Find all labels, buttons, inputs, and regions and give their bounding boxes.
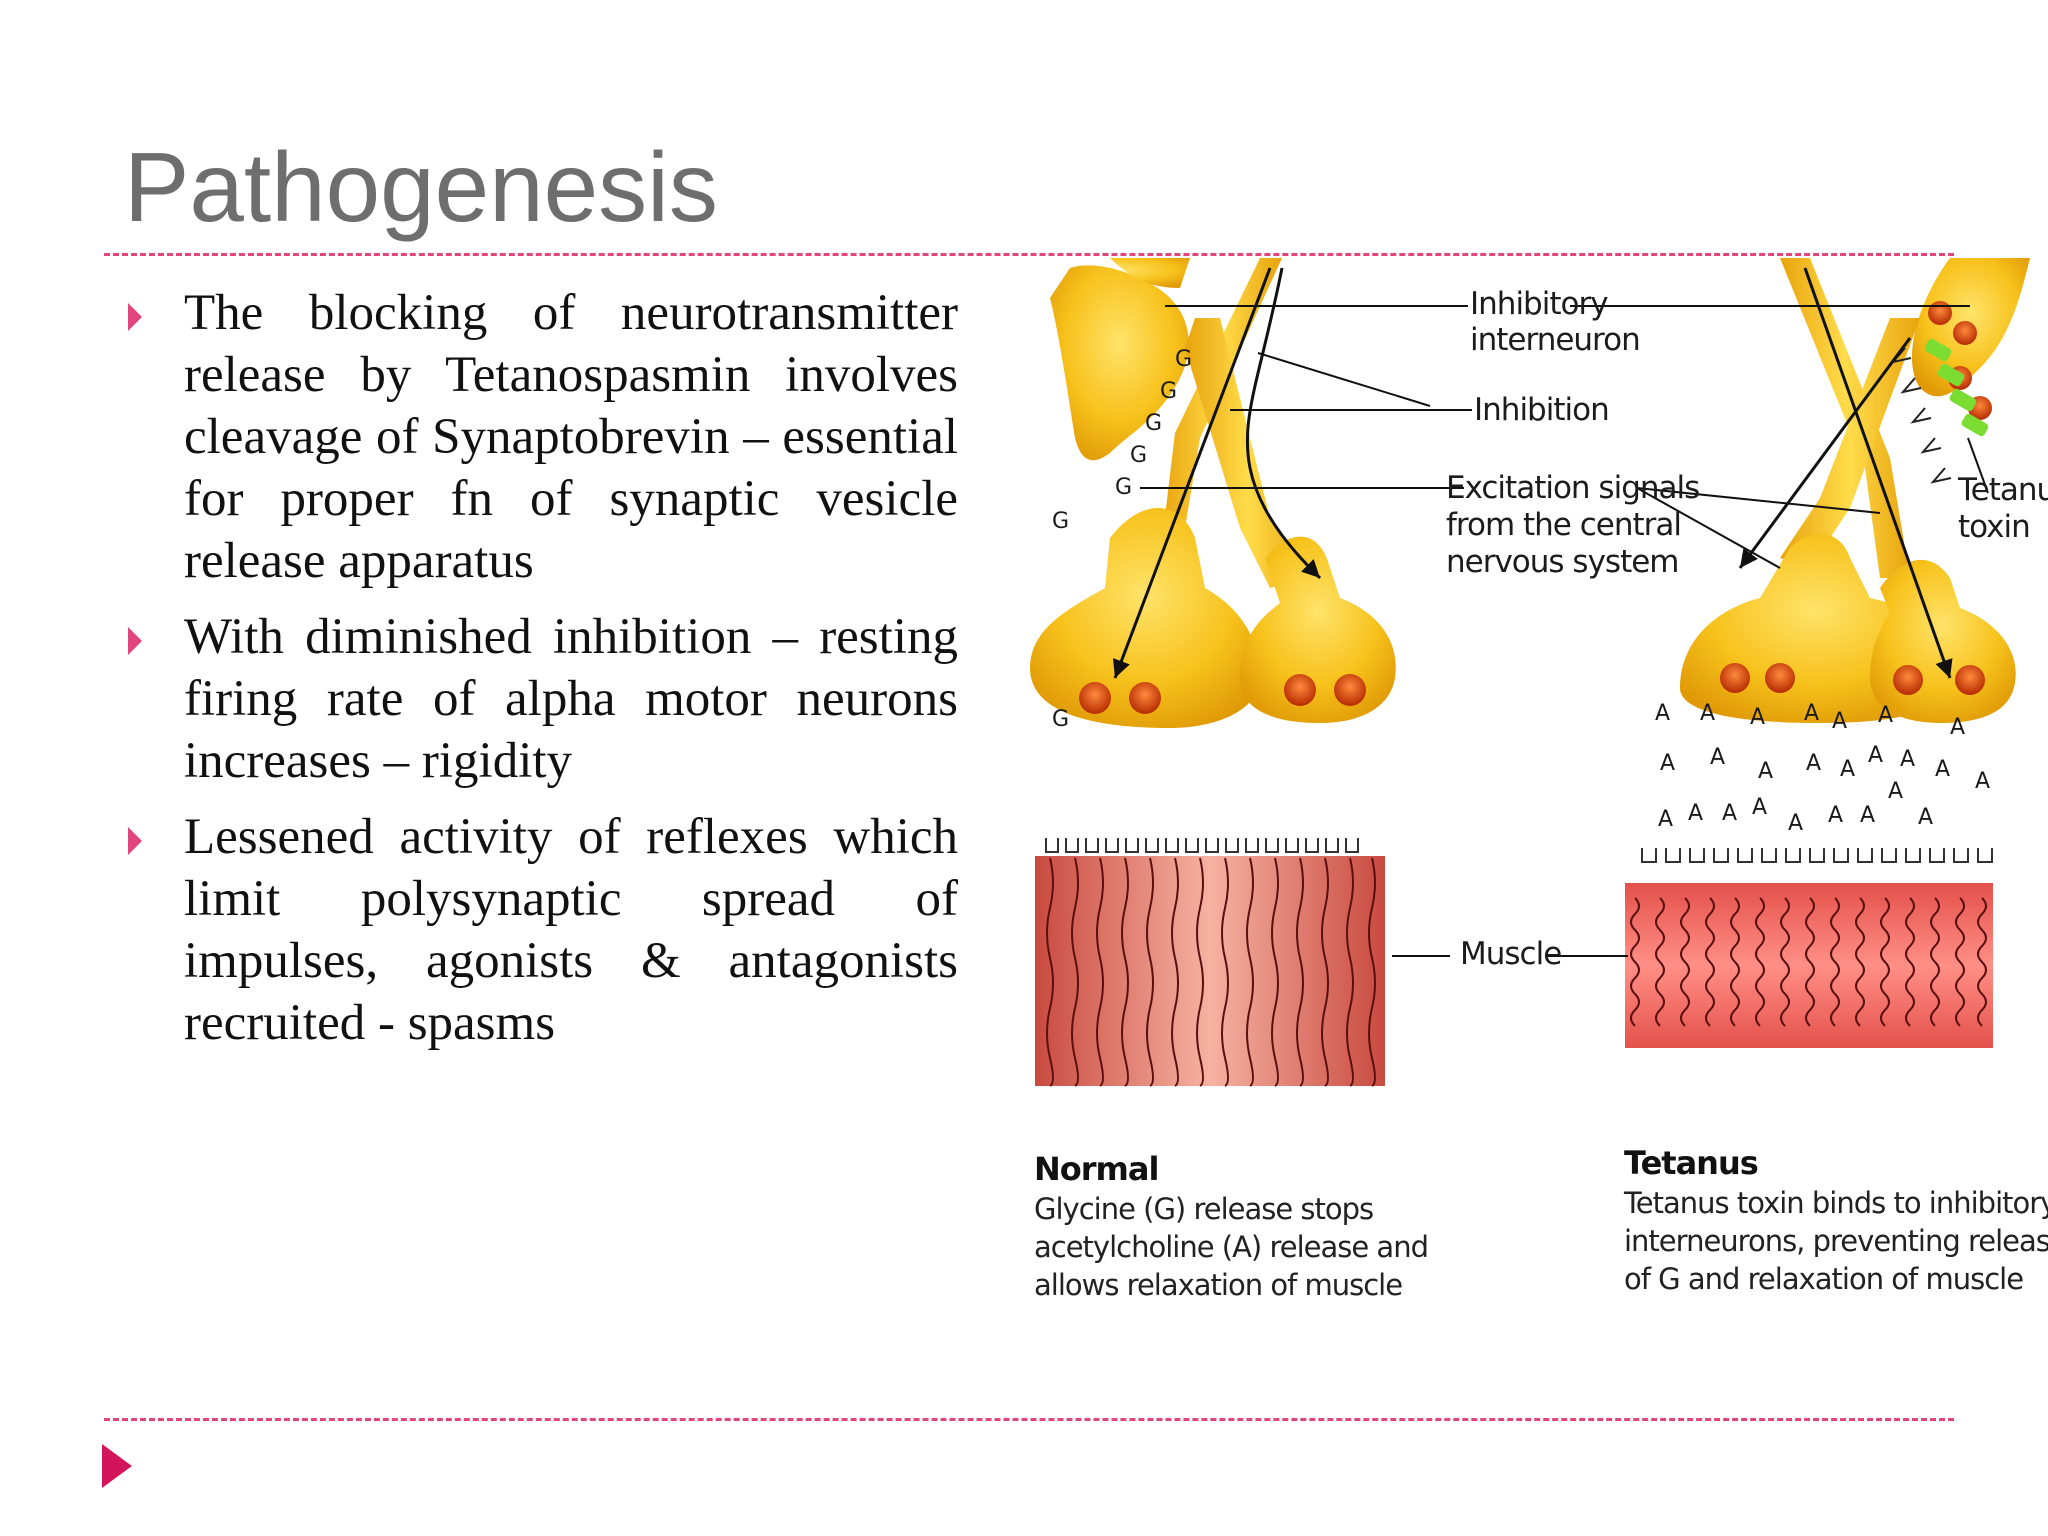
glycine-glyph: G — [1160, 379, 1177, 404]
svg-text:A: A — [1700, 701, 1715, 726]
leader-lines — [1140, 305, 1989, 957]
svg-text:A: A — [1788, 811, 1803, 836]
tetanus-caption-heading: Tetanus — [1624, 1144, 1759, 1182]
bullet-item: The blocking of neurotransmitter release… — [118, 282, 958, 592]
slide-title: Pathogenesis — [124, 132, 718, 242]
glycine-glyph: G — [1115, 475, 1132, 500]
label-excitation-line2: from the central — [1446, 507, 1682, 543]
tetanus-neuron — [1680, 258, 2030, 723]
svg-text:A: A — [1806, 751, 1821, 776]
tetanus-muscle — [1625, 848, 1993, 1048]
normal-caption-heading: Normal — [1034, 1150, 1159, 1188]
tetanus-caption-line2: interneurons, preventing release — [1624, 1224, 2048, 1258]
svg-text:A: A — [1804, 701, 1819, 726]
bullet-arrow-icon — [128, 827, 142, 855]
normal-neuron: G G G G G G G — [1030, 258, 1396, 732]
label-inhibition: Inhibition — [1474, 392, 1610, 428]
label-excitation-line1: Excitation signals — [1446, 470, 1700, 506]
svg-text:A: A — [1758, 759, 1773, 784]
normal-caption-line1: Glycine (G) release stops — [1034, 1192, 1374, 1226]
bullet-text: The blocking of neurotransmitter release… — [184, 285, 958, 589]
bullet-item: With diminished inhibition – resting fir… — [118, 606, 958, 792]
tetanus-caption-line3: of G and relaxation of muscle — [1624, 1262, 2024, 1296]
glycine-glyph: G — [1175, 347, 1192, 372]
footer-divider — [104, 1418, 1954, 1421]
glycine-glyph: G — [1145, 411, 1162, 436]
svg-text:A: A — [1860, 803, 1875, 828]
glycine-glyph: G — [1130, 443, 1147, 468]
svg-text:A: A — [1658, 807, 1673, 832]
svg-text:A: A — [1722, 801, 1737, 826]
bullet-arrow-icon — [128, 303, 142, 331]
svg-text:A: A — [1688, 801, 1703, 826]
bullet-text: With diminished inhibition – resting fir… — [184, 609, 958, 789]
svg-text:A: A — [1828, 803, 1843, 828]
title-divider — [104, 253, 1954, 256]
svg-text:A: A — [1710, 745, 1725, 770]
svg-text:A: A — [1888, 779, 1903, 804]
svg-text:A: A — [1868, 743, 1883, 768]
tetanus-caption-line1: Tetanus toxin binds to inhibitory — [1624, 1186, 2048, 1220]
bullet-arrow-icon — [128, 627, 142, 655]
glycine-glyph: G — [1052, 707, 1069, 732]
tetanus-mechanism-figure: G G G G G G G — [1020, 258, 2048, 1314]
svg-text:A: A — [1655, 701, 1670, 726]
svg-text:A: A — [1950, 715, 1965, 740]
label-muscle: Muscle — [1460, 936, 1562, 972]
normal-muscle — [1035, 838, 1385, 1087]
svg-text:A: A — [1752, 795, 1767, 820]
bullet-item: Lessened activity of reflexes which limi… — [118, 806, 958, 1054]
acetylcholine-glyphs: A A A A A A A A A A A A A A A A A A A A — [1655, 701, 1990, 836]
svg-text:A: A — [1900, 747, 1915, 772]
label-tetanus-toxin-line2: toxin — [1958, 509, 2031, 545]
normal-caption-line3: allows relaxation of muscle — [1034, 1268, 1403, 1302]
label-inhibitory-line2: interneuron — [1470, 322, 1641, 358]
svg-text:A: A — [1840, 757, 1855, 782]
svg-text:A: A — [1918, 805, 1933, 830]
label-excitation-line3: nervous system — [1446, 544, 1680, 580]
svg-text:A: A — [1878, 703, 1893, 728]
svg-text:A: A — [1750, 705, 1765, 730]
glycine-glyph: G — [1052, 509, 1069, 534]
svg-text:A: A — [1975, 769, 1990, 794]
label-tetanus-toxin-line1: Tetanus — [1958, 472, 2048, 508]
svg-text:A: A — [1832, 709, 1847, 734]
label-inhibitory-line1: Inhibitory — [1470, 286, 1609, 322]
bullet-list: The blocking of neurotransmitter release… — [118, 282, 958, 1068]
normal-caption-line2: acetylcholine (A) release and — [1034, 1230, 1429, 1264]
bullet-text: Lessened activity of reflexes which limi… — [184, 809, 958, 1051]
svg-text:A: A — [1935, 757, 1950, 782]
svg-text:A: A — [1660, 751, 1675, 776]
neuron-diagram: G G G G G G G — [1030, 258, 2030, 1087]
next-slide-arrow-icon[interactable] — [102, 1444, 132, 1488]
